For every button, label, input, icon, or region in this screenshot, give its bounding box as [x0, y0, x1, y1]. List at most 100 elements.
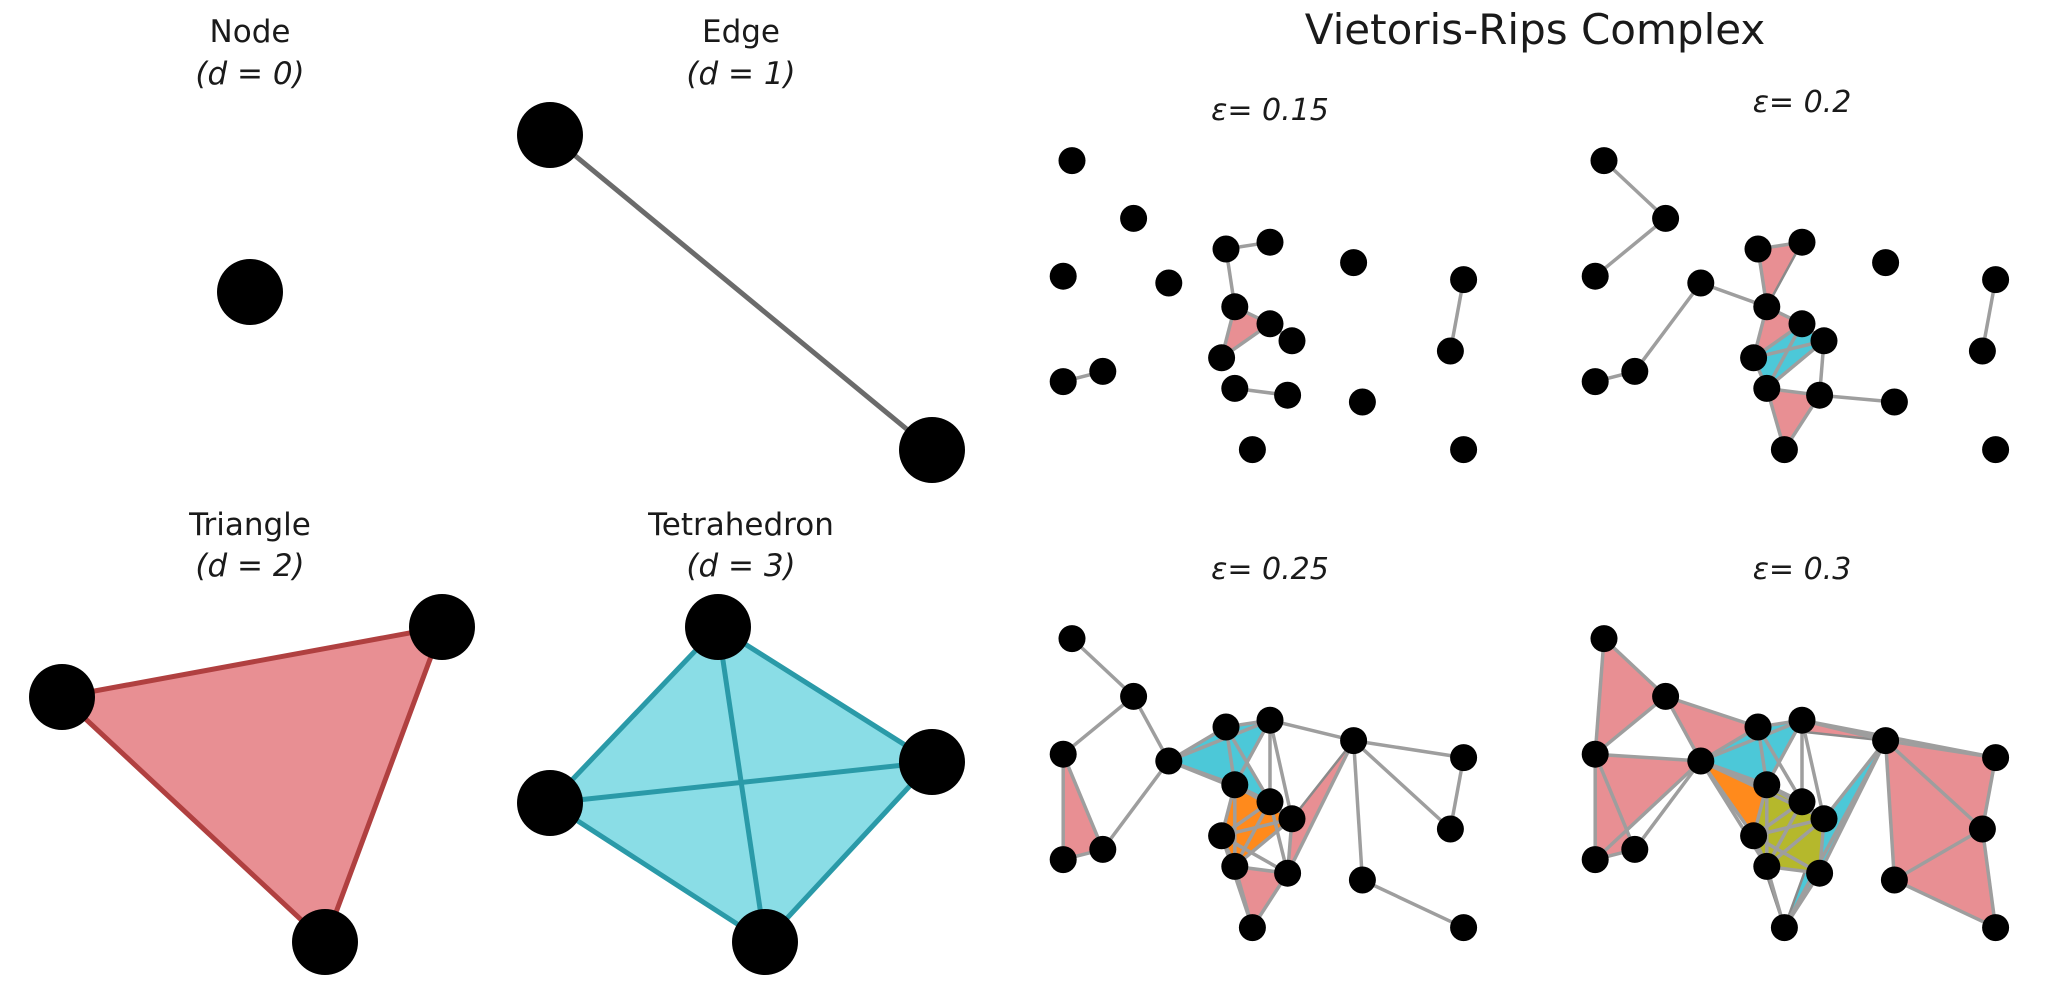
complex-vertex — [1770, 914, 1798, 942]
edge-panel-dimension: (d = 1) — [686, 56, 795, 92]
complex-vertex — [1348, 866, 1376, 894]
complex-vertex — [1278, 805, 1306, 833]
complex-vertex — [1982, 914, 2010, 942]
complex-vertex — [1058, 147, 1086, 175]
complex-vertex — [1238, 914, 1266, 942]
complex-vertex — [1788, 228, 1816, 256]
complex-edge — [1219, 835, 1255, 929]
complex-vertex — [1450, 914, 1478, 942]
complex-vertex — [1810, 805, 1838, 833]
complex-edge — [1061, 753, 1105, 851]
complex-vertex — [1120, 682, 1148, 710]
complex-vertex — [1256, 310, 1284, 338]
complex-edge — [1168, 718, 1271, 763]
complex-vertex — [1278, 327, 1306, 355]
complex-edge — [1286, 739, 1356, 874]
complex-edge — [1822, 739, 1887, 820]
complex-vertex — [1788, 706, 1816, 734]
complex-vertex — [1687, 269, 1715, 297]
complex-vertex — [1208, 344, 1236, 372]
triangle-simplex-face — [59, 624, 445, 945]
tetrahedron-panel-title: Tetrahedron — [647, 507, 834, 543]
node-panel-dimension: (d = 0) — [195, 56, 304, 92]
complex-vertex — [1208, 822, 1236, 850]
complex-edge — [1070, 637, 1135, 698]
complex-edge — [1594, 759, 1702, 861]
complex-vertex — [1256, 706, 1284, 734]
complex-edge — [1593, 753, 1637, 851]
complex-vertex — [1256, 788, 1284, 816]
complex-vertex — [1740, 822, 1768, 850]
complex-vertex — [1770, 436, 1798, 464]
complex-vertex — [1788, 310, 1816, 338]
complex-vertex — [1621, 835, 1649, 863]
edge-simplex-vertex — [517, 102, 583, 168]
complex-vertex — [1744, 235, 1772, 263]
complex-edge — [1353, 738, 1464, 760]
node-simplex-vertex — [217, 259, 283, 325]
complex-vertex — [1788, 788, 1816, 816]
tetrahedron-panel-dimension: (d = 3) — [686, 548, 795, 584]
complex-vertex — [1880, 388, 1908, 416]
triangle-panel-title: Triangle — [188, 507, 311, 543]
complex-vertex — [1740, 344, 1768, 372]
complex-vertex — [1753, 293, 1781, 321]
node-panel-title: Node — [210, 14, 291, 50]
complex-vertex — [1581, 846, 1609, 874]
complex-vertex — [1982, 744, 2010, 772]
complex-panel-label: ε= 0.15 — [1211, 93, 1329, 128]
complex-vertex — [1049, 846, 1077, 874]
complex-panel-eps-0.25 — [1049, 625, 1478, 942]
complex-vertex — [1436, 815, 1464, 843]
complex-panel-label: ε= 0.2 — [1753, 85, 1852, 120]
triangle-simplex-vertex — [292, 909, 358, 975]
complex-edge — [1101, 759, 1171, 851]
complex-vertex — [1753, 771, 1781, 799]
complex-vertex — [1340, 249, 1368, 277]
complex-vertex — [1872, 249, 1900, 277]
complex-edge — [1980, 828, 1998, 928]
complex-vertex — [1872, 727, 1900, 755]
complex-vertex — [1652, 682, 1680, 710]
complex-edge — [1361, 878, 1465, 930]
complex-vertex — [1120, 204, 1148, 232]
complex-vertex — [1221, 852, 1249, 880]
complex-vertex — [1621, 357, 1649, 385]
complex-vertex — [1256, 228, 1284, 256]
complex-vertex — [1450, 744, 1478, 772]
triangle-panel-dimension: (d = 2) — [195, 548, 304, 584]
complex-panel-eps-0.3 — [1581, 625, 2010, 942]
complex-vertex — [1880, 866, 1908, 894]
complex-edge — [1893, 827, 1984, 882]
tetrahedron-simplex-vertex — [732, 909, 798, 975]
complex-vertex — [1810, 327, 1838, 355]
complex-edge — [1595, 752, 1701, 763]
complex-vertex — [1221, 771, 1249, 799]
complex-vertex — [1806, 381, 1834, 409]
complex-panel-eps-0.2 — [1581, 147, 2010, 464]
tetrahedron-simplex-vertex — [899, 729, 965, 795]
edge-simplex-line — [548, 133, 934, 452]
complex-edge — [1602, 637, 1667, 698]
complex-vertex — [1212, 235, 1240, 263]
complex-vertex — [1581, 740, 1609, 768]
triangle-simplex-vertex — [409, 594, 475, 660]
complex-edge — [1756, 726, 1804, 803]
complex-edge — [1352, 739, 1452, 831]
complex-vertex — [1049, 368, 1077, 396]
complex-vertex — [1753, 852, 1781, 880]
complex-edge — [1062, 695, 1135, 756]
complex-edge — [1700, 718, 1803, 763]
complex-edge — [1633, 759, 1703, 851]
complex-edge — [1665, 694, 1759, 729]
complex-vertex — [1590, 625, 1618, 653]
complex-vertex — [1089, 835, 1117, 863]
main-title: Vietoris-Rips Complex — [1305, 5, 1765, 54]
tetrahedron-simplex-vertex — [517, 770, 583, 836]
complex-vertex — [1450, 436, 1478, 464]
complex-panel-label: ε= 0.25 — [1211, 552, 1329, 587]
tetrahedron-simplex-edge — [549, 759, 933, 806]
complex-vertex — [1982, 436, 2010, 464]
complex-edge — [1884, 739, 1984, 831]
complex-edge — [1351, 740, 1365, 881]
